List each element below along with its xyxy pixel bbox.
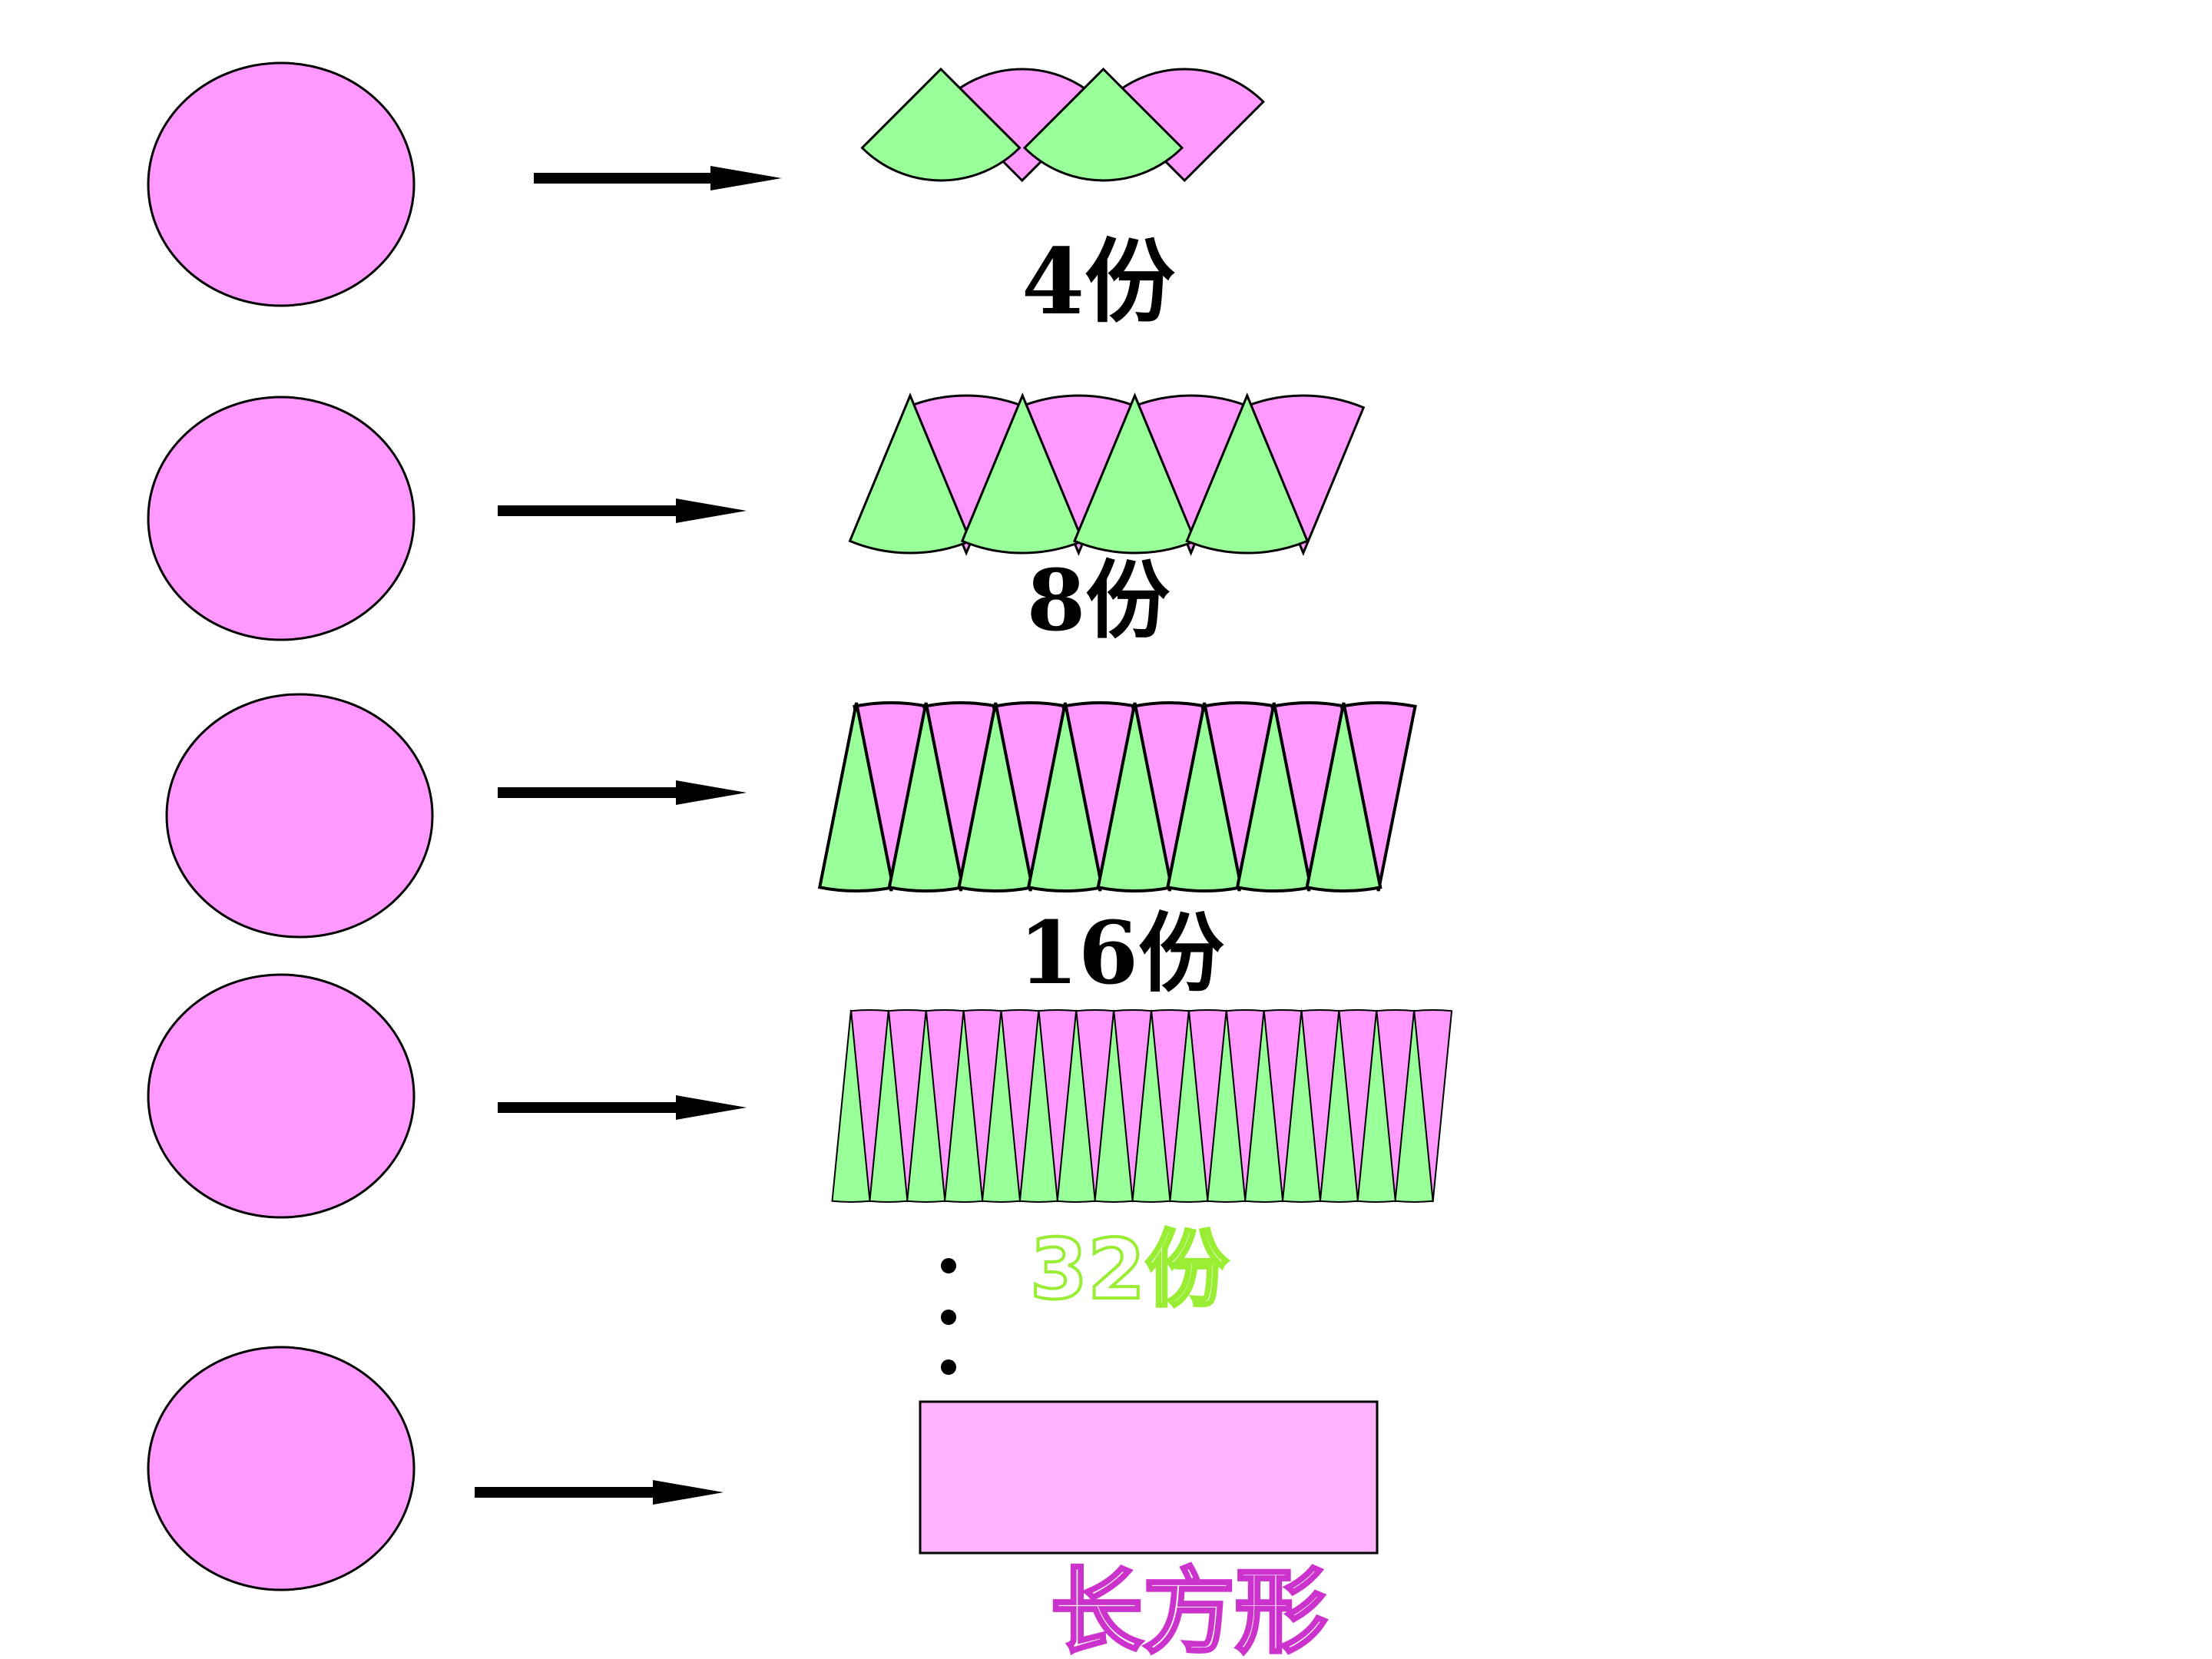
arrow-3 [498,780,747,805]
green-sector [1022,67,1184,182]
green-sector [960,392,1084,555]
result-rectangle [919,1400,1379,1555]
circle-4 [147,973,416,1219]
sector-strip-32 [831,1008,1453,1204]
ellipsis-dot [941,1310,956,1325]
ellipsis-dot [941,1258,956,1273]
green-sector [848,392,972,555]
green-sector [1073,392,1197,555]
circle-2 [147,396,416,641]
green-sector [1394,1009,1434,1204]
sector-strip-16 [817,700,1417,893]
arrow-2 [498,498,747,523]
green-sector [1305,702,1382,893]
green-sector [860,67,1022,182]
arrow-5 [475,1480,724,1505]
arrow-1 [534,166,782,190]
circle-1 [147,61,416,307]
ellipsis-dot [941,1359,956,1375]
sector-strip-8 [848,392,1366,556]
label-4-parts: 4份 [1022,228,1175,335]
label-8-parts: 8份 [1027,551,1171,650]
label-rectangle: 长方形 [1051,1559,1327,1659]
circle-5 [147,1346,416,1591]
label-16-parts: 16份 [1018,903,1224,1004]
green-sector [1185,392,1310,555]
label-32-parts: 32份 [1030,1222,1228,1318]
circle-3 [165,693,434,939]
arrow-4 [498,1095,747,1120]
sector-strip-4 [860,67,1265,183]
